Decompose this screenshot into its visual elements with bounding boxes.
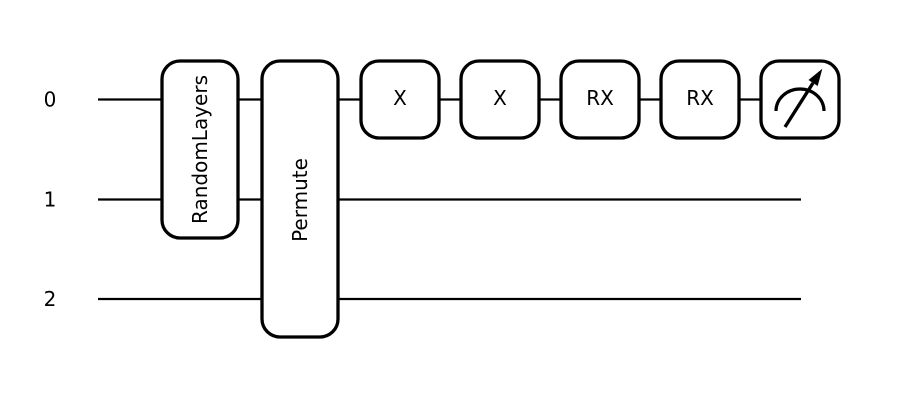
measurement xyxy=(759,59,841,140)
gate-x-2-box xyxy=(459,59,541,140)
gate-permute-label: Permute xyxy=(288,158,312,242)
gate-randomlayers-label: RandomLayers xyxy=(188,75,212,224)
gate-x-1-box xyxy=(359,59,441,140)
measurement-box xyxy=(759,59,841,140)
gate-rx-2: RX xyxy=(659,59,741,140)
wire-labels: 0 1 2 xyxy=(44,88,57,312)
gate-rx-2-box xyxy=(659,59,741,140)
gate-rx-1-label: RX xyxy=(586,86,614,110)
gate-x-1: X xyxy=(359,59,441,140)
wire-label-2: 2 xyxy=(44,287,57,311)
measurement-gauge-icon xyxy=(774,68,826,128)
gate-permute: Permute xyxy=(260,59,340,339)
gate-rx-2-label: RX xyxy=(686,86,714,110)
gate-x-1-label: X xyxy=(393,86,407,110)
gate-permute-box xyxy=(260,59,340,339)
gate-randomlayers-box xyxy=(160,59,240,240)
gate-x-2: X xyxy=(459,59,541,140)
gate-rx-1: RX xyxy=(559,59,641,140)
wire-label-0: 0 xyxy=(44,88,57,112)
gate-rx-1-box xyxy=(559,59,641,140)
wire-label-1: 1 xyxy=(44,188,57,212)
gate-x-2-label: X xyxy=(493,86,507,110)
gate-randomlayers: RandomLayers xyxy=(160,59,240,240)
